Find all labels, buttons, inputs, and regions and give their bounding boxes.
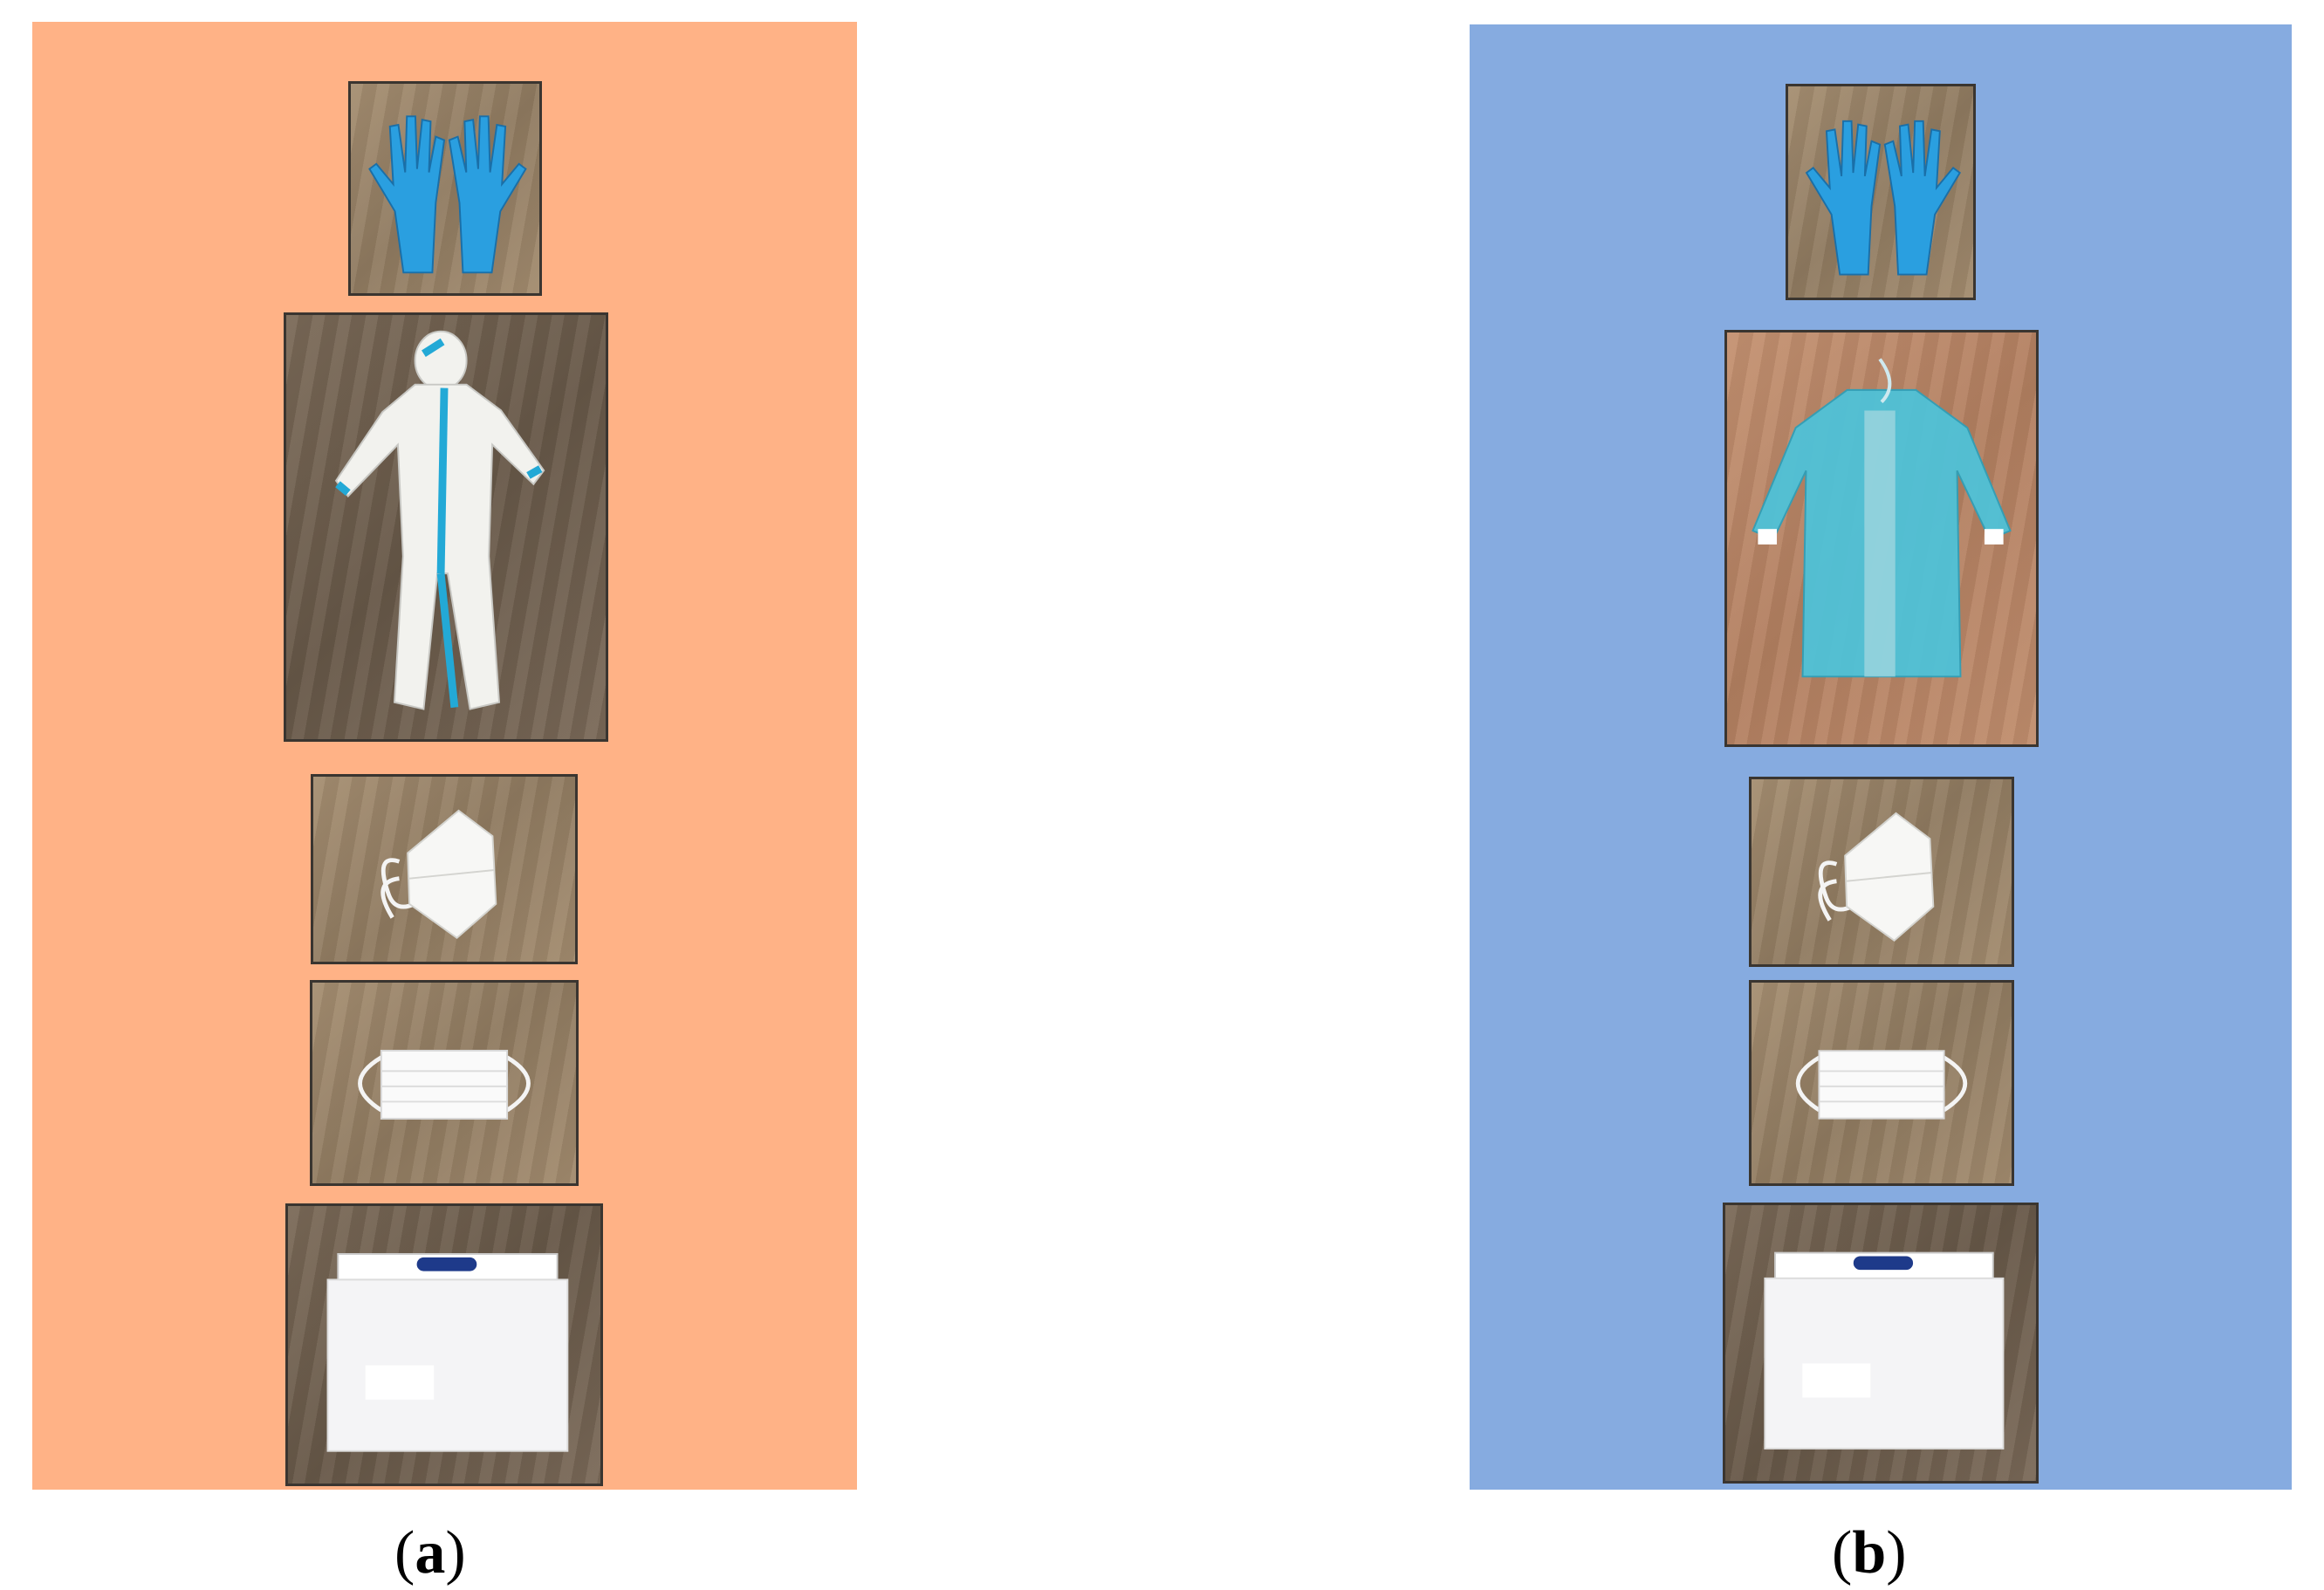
- respirator-photo: [311, 774, 578, 964]
- face-shield-photo: [285, 1203, 603, 1486]
- respirator-photo: [1749, 777, 2014, 967]
- panel-a-background: (a): [32, 22, 857, 1584]
- gloves-icon: [1805, 120, 1961, 276]
- panel-b-background: (b): [1470, 24, 2292, 1584]
- gloves-icon: [368, 115, 527, 274]
- face-shield-photo: [1723, 1203, 2039, 1484]
- coverall-photo: [284, 312, 608, 742]
- gloves-photo: [1786, 84, 1976, 300]
- respirator-mask-icon: [380, 809, 497, 940]
- caption-b: (b): [1832, 1519, 1907, 1587]
- face-shield-icon: [326, 1252, 569, 1452]
- gloves-photo: [348, 81, 542, 296]
- caption-letter: b: [1852, 1519, 1887, 1587]
- respirator-mask-icon: [1818, 812, 1935, 942]
- surgical-mask-icon: [1795, 1050, 1968, 1120]
- surgical-mask-photo: [1749, 980, 2014, 1186]
- caption-letter: a: [415, 1519, 446, 1587]
- surgical-mask-photo: [310, 980, 579, 1186]
- surgical-mask-icon: [358, 1049, 531, 1120]
- coverall-icon: [334, 330, 545, 710]
- gown-icon: [1752, 358, 2012, 678]
- face-shield-icon: [1764, 1251, 2005, 1450]
- caption-a: (a): [394, 1519, 466, 1587]
- gown-photo: [1724, 330, 2039, 747]
